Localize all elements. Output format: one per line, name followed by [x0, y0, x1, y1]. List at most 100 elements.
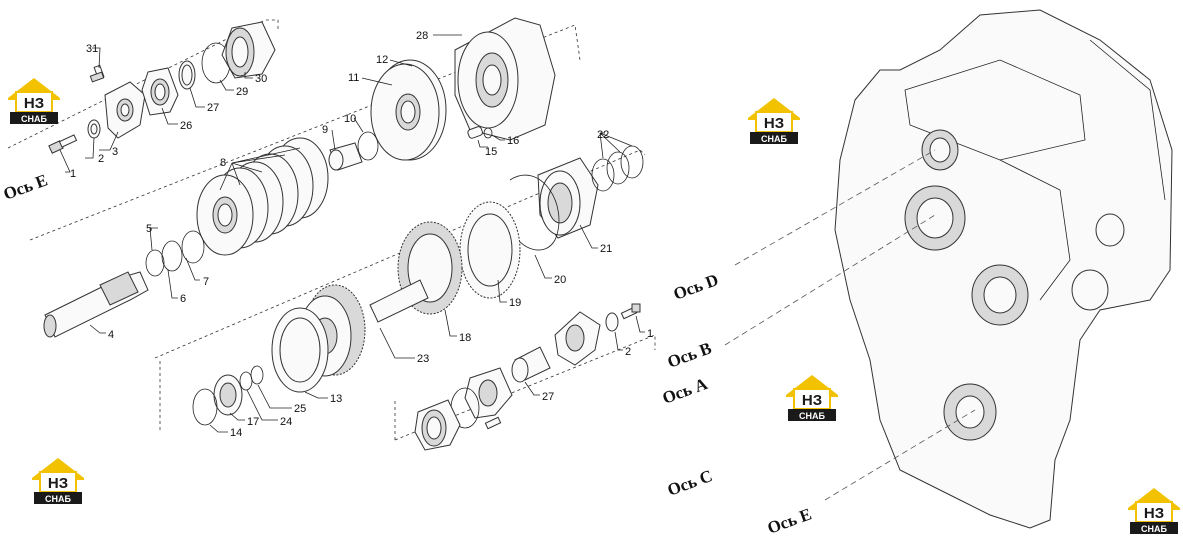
- part-number: 17: [247, 416, 259, 428]
- part-number: 27: [207, 102, 219, 114]
- part-number: 31: [86, 43, 98, 55]
- yoke-3: [104, 81, 146, 139]
- part-number: 15: [485, 146, 497, 158]
- disc-11-12: [370, 59, 447, 161]
- pointer-axis-d: [734, 149, 936, 266]
- svg-text:НЗ: НЗ: [24, 95, 44, 112]
- part-number: 11: [348, 72, 359, 84]
- bolt-bottom: [484, 416, 502, 430]
- bolt-1-top: [48, 134, 78, 154]
- axis-label-e-right: Ось E: [765, 504, 814, 537]
- ring-22b: [606, 151, 630, 185]
- axis-label-d: Ось D: [671, 270, 721, 304]
- ring-7: [181, 230, 205, 264]
- ring-6: [161, 240, 183, 272]
- logo-nz-snab: НЗ СНАБ: [32, 458, 84, 504]
- part-number: 21: [600, 243, 612, 255]
- part-numbers: 31 3 2 1 26 27 29 30 28 12 11 10 9 8 16 …: [70, 30, 653, 439]
- part-number: 13: [330, 393, 342, 405]
- part-number: 27: [542, 391, 554, 403]
- svg-text:СНАБ: СНАБ: [761, 134, 787, 144]
- logo-nz-snab: НЗ СНАБ: [748, 98, 800, 144]
- part-number: 23: [417, 353, 429, 365]
- bearing-bottom: [414, 399, 461, 451]
- part-number: 7: [203, 276, 209, 288]
- svg-text:СНАБ: СНАБ: [1141, 524, 1167, 534]
- axis-label-b: Ось B: [665, 338, 714, 371]
- frame-axis-b-left: [154, 149, 646, 359]
- part-number: 20: [554, 274, 566, 286]
- sleeve-27-bottom: [511, 346, 551, 383]
- part-number: 3: [112, 146, 118, 158]
- part-number: 4: [108, 329, 114, 341]
- flange-26: [141, 67, 179, 116]
- part-number: 2: [98, 153, 104, 165]
- ring-25: [250, 365, 264, 385]
- ring-14: [192, 388, 218, 426]
- bolt-1-bottom: [620, 303, 641, 320]
- sleeve-9-10: [328, 131, 379, 171]
- frame-axis-e-bottom: [394, 334, 656, 441]
- svg-text:СНАБ: СНАБ: [21, 114, 47, 124]
- part-number: 26: [180, 120, 192, 132]
- logo-nz-snab: НЗ СНАБ: [786, 375, 838, 421]
- part-number: 22: [597, 129, 609, 141]
- part-number: 2: [625, 346, 631, 358]
- ring-27-top-inner: [181, 64, 193, 86]
- part-number: 9: [322, 124, 328, 136]
- pointer-axis-b: [724, 214, 936, 346]
- part-number: 28: [416, 30, 428, 42]
- clutch-plates-8: [196, 137, 329, 256]
- disc-13: [271, 307, 329, 393]
- pointer-axis-e: [824, 409, 976, 501]
- svg-text:СНАБ: СНАБ: [45, 494, 71, 504]
- part-number: 8: [220, 157, 226, 169]
- yoke-bottom: [554, 311, 601, 366]
- logo-nz-snab: НЗ СНАБ: [1128, 488, 1180, 534]
- part-number: 29: [236, 86, 248, 98]
- leader-lines: [59, 34, 645, 433]
- svg-text:НЗ: НЗ: [764, 115, 784, 132]
- svg-text:НЗ: НЗ: [48, 475, 68, 492]
- svg-text:СНАБ: СНАБ: [799, 411, 825, 421]
- bearing-30: [221, 21, 276, 79]
- part-number: 19: [509, 297, 521, 309]
- toothed-disc-19: [459, 201, 521, 299]
- part-number: 14: [230, 427, 242, 439]
- flange-bottom: [464, 367, 513, 419]
- snap-ring-20: [509, 174, 560, 251]
- part-number: 16: [507, 135, 519, 147]
- bolt-31: [89, 64, 105, 83]
- gear-18: [397, 221, 463, 315]
- pin-15-16: [467, 126, 493, 139]
- ring-22a: [591, 158, 615, 192]
- bearing-17: [213, 374, 243, 416]
- svg-text:НЗ: НЗ: [802, 392, 822, 409]
- part-number: 10: [344, 113, 356, 125]
- logo-nz-snab: НЗ СНАБ: [8, 78, 60, 124]
- washer-2-bottom: [605, 312, 619, 332]
- shaft-4: [43, 271, 149, 338]
- axis-label-a: Ось A: [660, 374, 711, 408]
- part-number: 12: [376, 54, 388, 66]
- ring-24: [239, 371, 253, 391]
- part-number: 25: [294, 403, 306, 415]
- svg-text:НЗ: НЗ: [1144, 505, 1164, 522]
- bearing-21: [537, 157, 599, 239]
- ring-22c: [620, 145, 644, 179]
- part-number: 18: [459, 332, 471, 344]
- part-number: 1: [647, 328, 653, 340]
- clutch-drum-28: [454, 17, 556, 141]
- washer-2-top-inner: [90, 123, 98, 135]
- axis-label-e-left: Ось E: [1, 170, 50, 203]
- axis-label-c: Ось C: [665, 466, 715, 500]
- part-number: 5: [146, 223, 152, 235]
- part-number: 24: [280, 416, 292, 428]
- transmission-housing: [834, 9, 1173, 529]
- part-number: 6: [180, 293, 186, 305]
- part-number: 1: [70, 168, 76, 180]
- part-number: 30: [255, 73, 267, 85]
- ring-5: [145, 249, 165, 277]
